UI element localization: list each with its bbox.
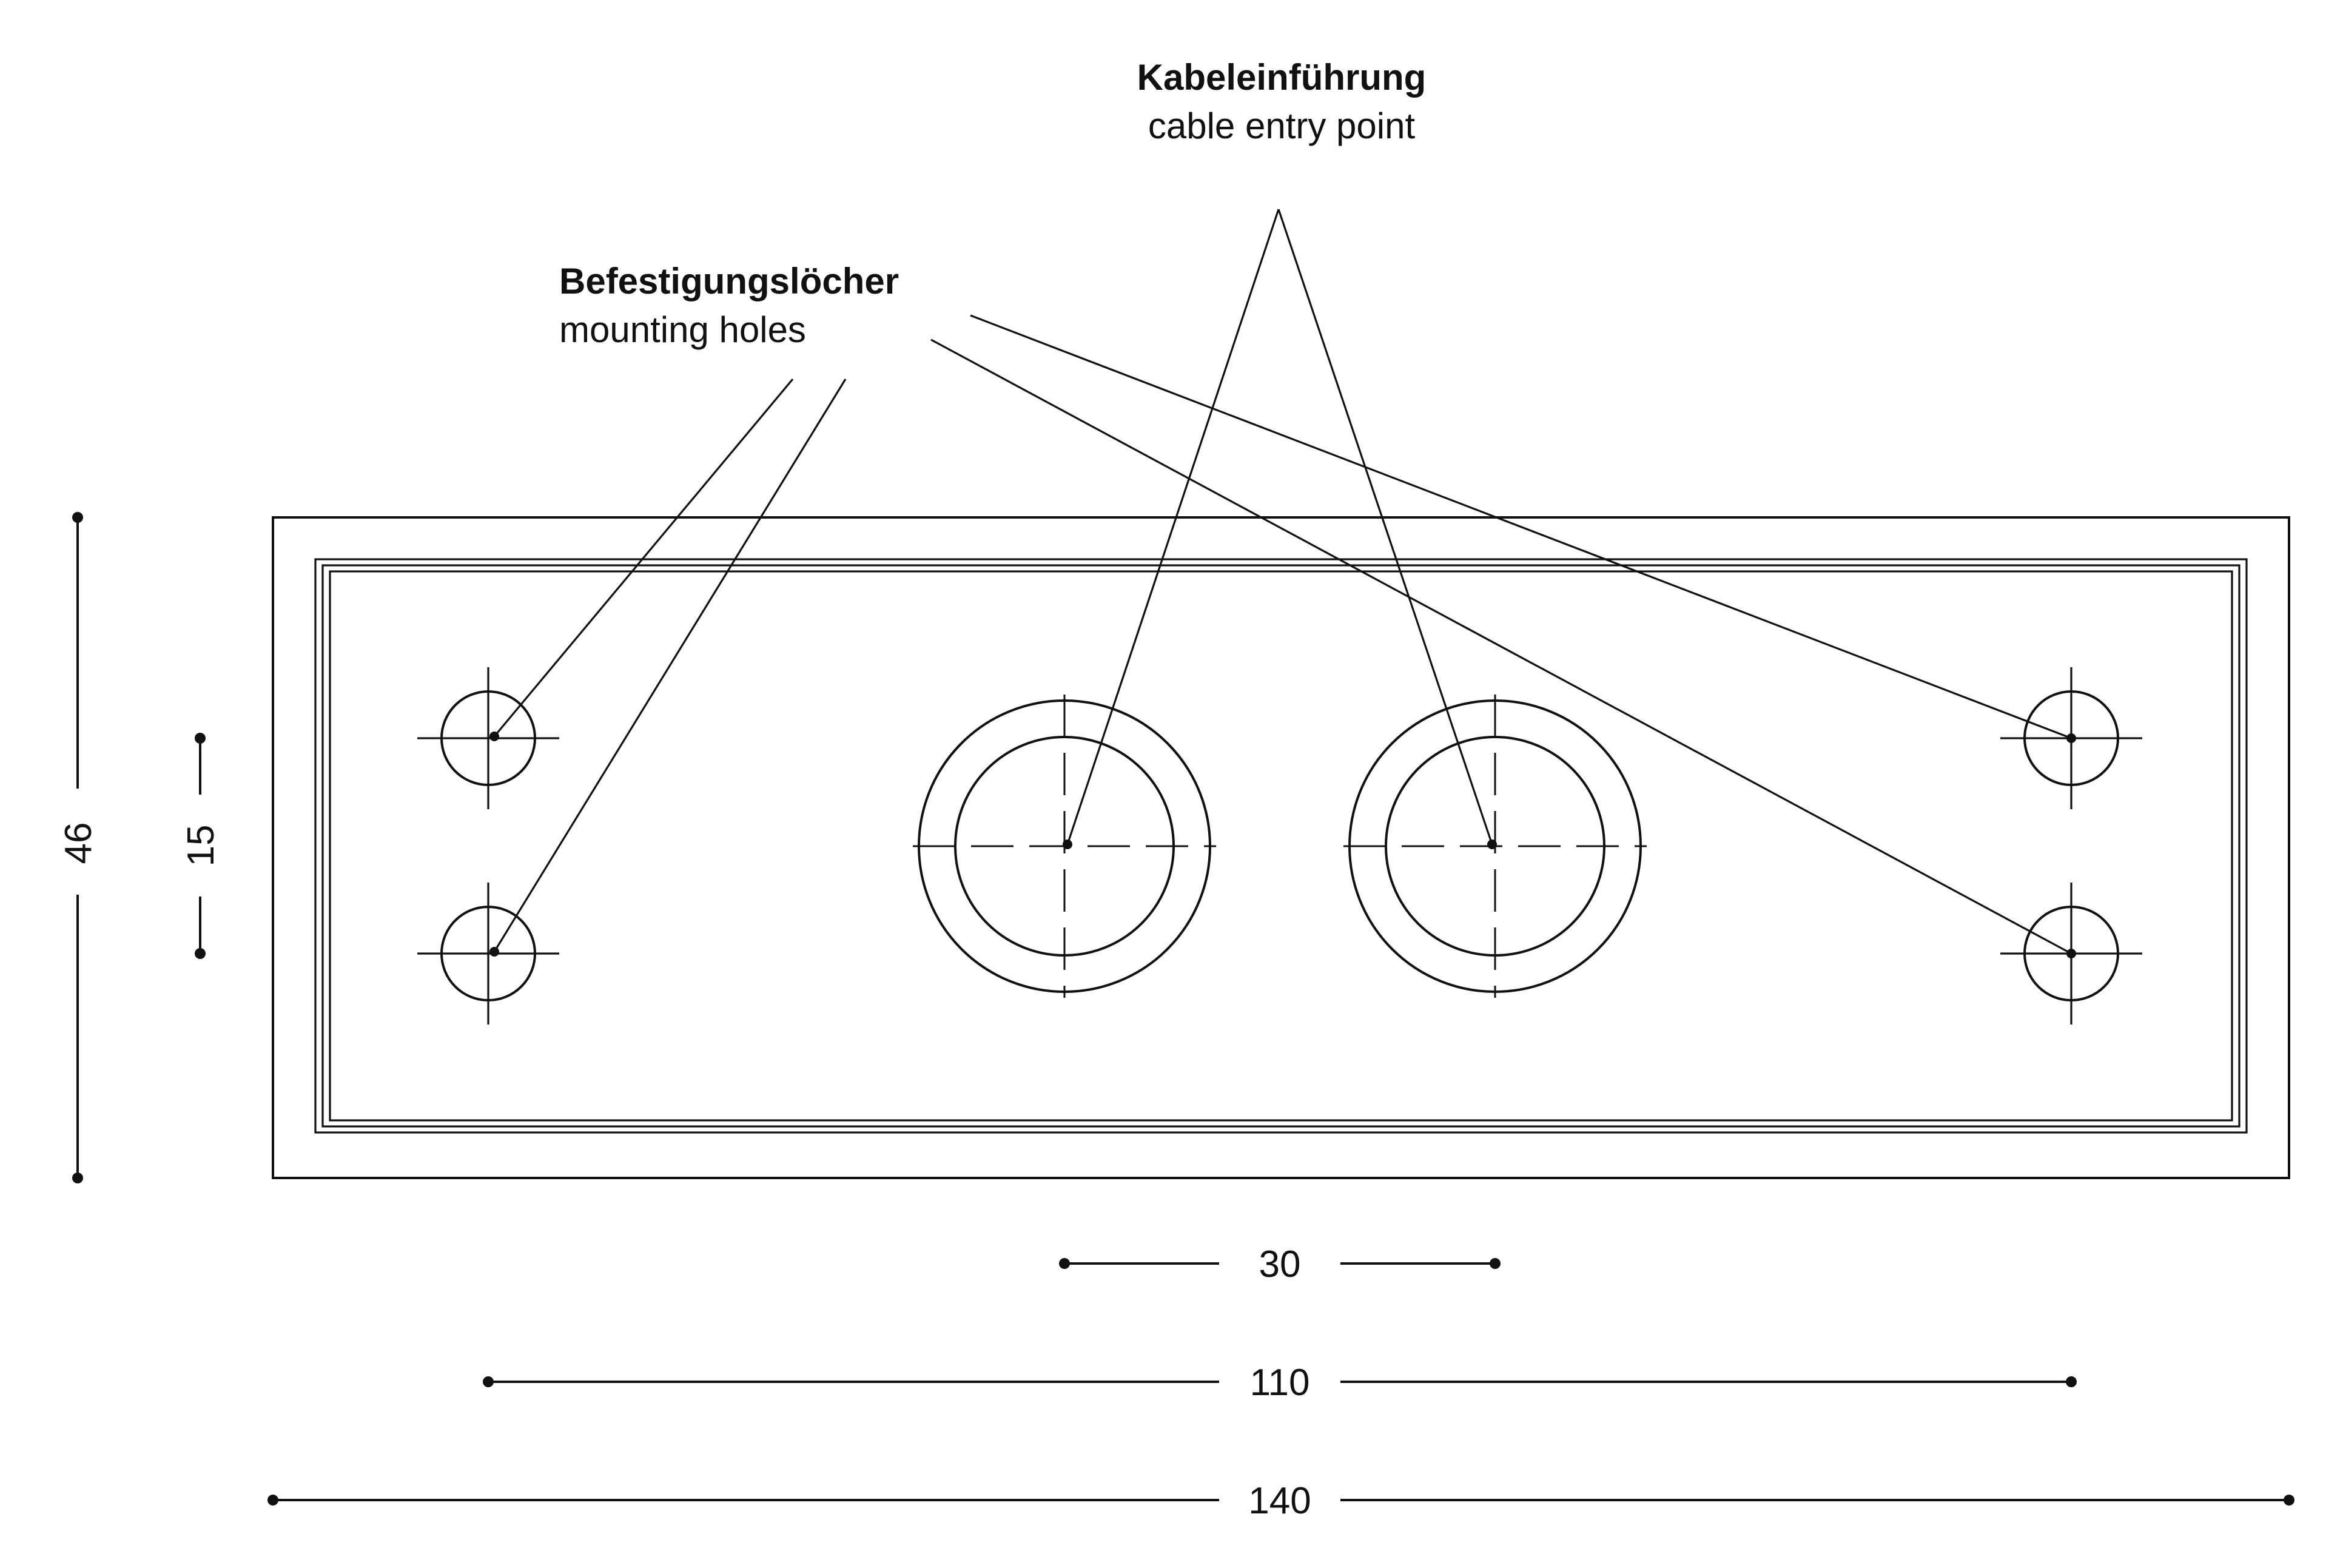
plate-inner-border-1 — [314, 558, 2248, 1134]
mounting-hole-top-left — [417, 667, 559, 809]
plate-inner-border-2 — [321, 564, 2240, 1128]
dimension-hole-spacing-horizontal-label: 110 — [1250, 1362, 1310, 1404]
dimension-height-total: 46 — [58, 512, 99, 1183]
dimension-width-total-label: 140 — [1248, 1480, 1311, 1522]
dimension-hole-spacing-vertical: 15 — [180, 733, 222, 959]
dimension-hole-spacing-horizontal: 110 — [483, 1362, 2077, 1404]
dimension-hole-spacing-vertical-label: 15 — [180, 825, 222, 867]
mounting-holes-title: Befestigungslöcher — [559, 261, 899, 301]
plate-outer-border — [272, 516, 2290, 1179]
plate — [272, 516, 2290, 1179]
dimension-height-total-label: 46 — [58, 823, 99, 864]
dimension-cable-entry-spacing: 30 — [1059, 1243, 1501, 1285]
dimension-cable-entry-spacing-label: 30 — [1259, 1243, 1301, 1285]
dimension-width-total: 140 — [267, 1480, 2294, 1522]
mounting-holes-subtitle: mounting holes — [559, 309, 806, 350]
mounting-hole-bottom-left — [417, 883, 559, 1025]
plate-inner-border-3 — [329, 570, 2233, 1122]
cable-entry-title: Kabeleinführung — [1137, 57, 1427, 98]
cable-entry-subtitle: cable entry point — [1148, 106, 1416, 146]
cable-entry-leaders — [1063, 209, 1497, 849]
mounting-holes-leaders — [489, 314, 2076, 958]
